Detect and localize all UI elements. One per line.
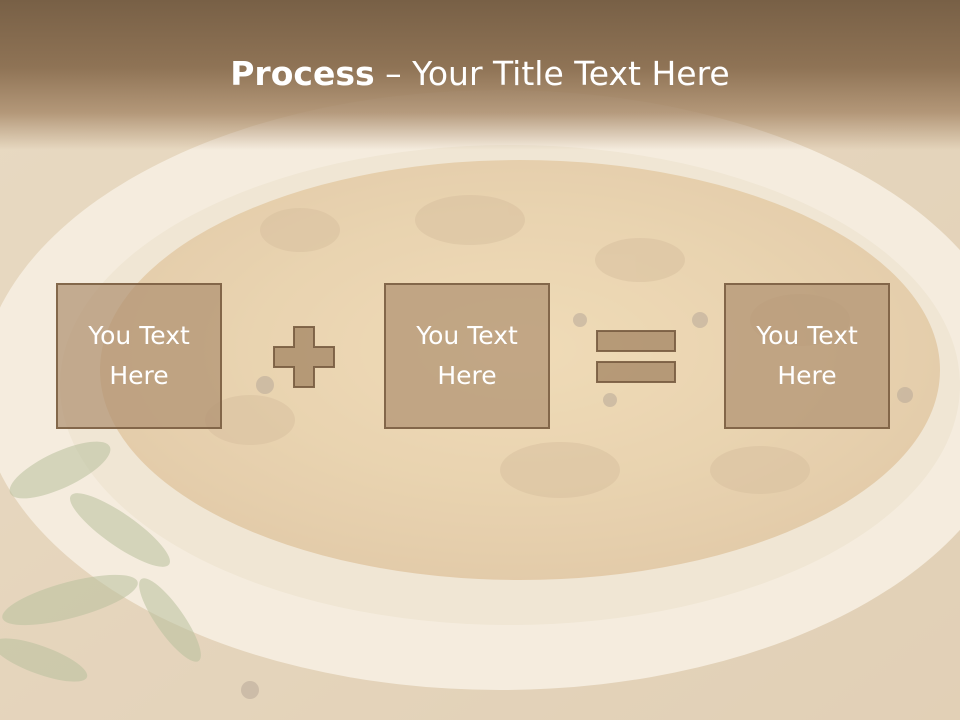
plus-icon xyxy=(272,325,336,389)
process-box-3-text: You Text Here xyxy=(756,321,858,390)
equals-icon xyxy=(596,330,678,386)
process-box-3[interactable]: You Text Here xyxy=(724,283,890,429)
process-box-1-text: You Text Here xyxy=(88,321,190,390)
title-rest: – Your Title Text Here xyxy=(374,54,730,93)
process-box-1[interactable]: You Text Here xyxy=(56,283,222,429)
process-box-2-text: You Text Here xyxy=(416,321,518,390)
slide-title: Process – Your Title Text Here xyxy=(0,54,960,94)
title-band xyxy=(0,0,960,150)
title-bold: Process xyxy=(230,54,375,93)
process-box-2[interactable]: You Text Here xyxy=(384,283,550,429)
